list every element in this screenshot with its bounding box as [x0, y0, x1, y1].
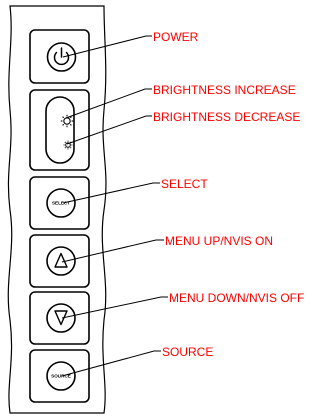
leader-lines	[61, 35, 168, 377]
panel-outline	[7, 5, 107, 414]
power-button[interactable]	[29, 29, 90, 84]
menu-down-leader	[61, 296, 168, 319]
select-leader	[62, 182, 160, 204]
sun-small-icon	[63, 140, 73, 150]
source-button[interactable]: SOURCE	[29, 349, 90, 403]
select-button[interactable]: SELECT	[29, 176, 90, 230]
brightness-decrease-leader	[66, 115, 152, 145]
label-menu-up: MENU UP/NVIS ON	[165, 234, 273, 248]
label-brightness-decrease: BRIGHTNESS DECREASE	[153, 110, 300, 124]
select-button-text: SELECT	[52, 201, 70, 206]
menu-up-leader	[61, 239, 164, 263]
menu-up-button[interactable]	[29, 234, 90, 288]
label-brightness-increase: BRIGHTNESS INCREASE	[153, 83, 296, 97]
power-leader	[62, 35, 152, 58]
label-select: SELECT	[161, 177, 208, 191]
sun-large-icon	[60, 114, 74, 128]
brightness-button[interactable]	[29, 89, 90, 171]
menu-down-button[interactable]	[29, 291, 90, 345]
brightness-increase-leader	[65, 88, 152, 119]
source-leader	[61, 350, 161, 377]
triangle-up-icon	[54, 252, 68, 268]
label-menu-down: MENU DOWN/NVIS OFF	[169, 291, 304, 305]
label-source: SOURCE	[162, 345, 213, 359]
label-power: POWER	[153, 30, 199, 44]
source-button-text: SOURCE	[51, 374, 71, 379]
